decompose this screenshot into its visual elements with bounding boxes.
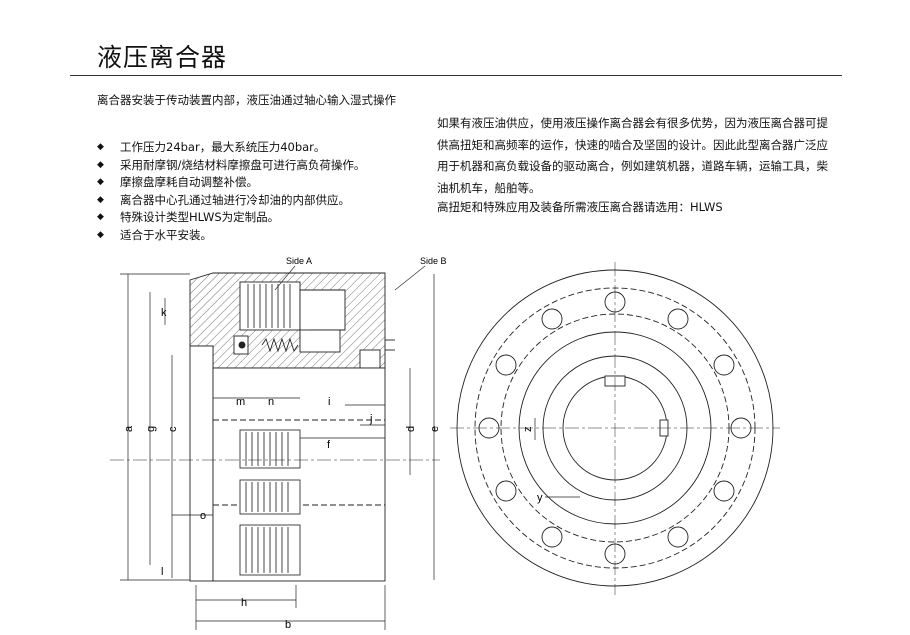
- hlws-note: 高扭矩和特殊应用及装备所需液压离合器请选用：HLWS: [437, 200, 723, 214]
- list-item: ◆采用耐摩钢/烧结材料摩擦盘可进行高负荷操作。: [97, 157, 365, 175]
- diamond-bullet-icon: ◆: [97, 159, 104, 170]
- diamond-bullet-icon: ◆: [97, 142, 104, 152]
- list-item: ◆工作压力24bar，最大系统压力40bar。: [97, 139, 365, 157]
- dim-j: j: [369, 413, 372, 425]
- dim-d: d: [405, 426, 417, 432]
- dim-l: l: [161, 566, 163, 578]
- intro-text: 离合器安装于传动装置内部，液压油通过轴心输入湿式操作: [97, 93, 396, 107]
- side-b-label: Side B: [420, 256, 447, 266]
- side-section-view: [110, 265, 440, 630]
- dim-n: n: [268, 396, 274, 408]
- dim-f: f: [327, 439, 331, 451]
- dim-a: a: [123, 425, 135, 432]
- side-a-label: Side A: [286, 256, 312, 266]
- title-divider: [70, 75, 842, 76]
- list-item: ◆离合器中心孔通过轴进行冷却油的内部供应。: [97, 192, 365, 210]
- diamond-bullet-icon: ◆: [97, 194, 104, 205]
- front-view: [450, 262, 780, 595]
- dim-c: c: [167, 426, 179, 432]
- dim-e: e: [429, 426, 441, 432]
- advantages-paragraph: 如果有液压油供应，使用液压操作离合器会有很多优势，因为液压离合器可提供高扭矩和高…: [437, 116, 828, 195]
- diamond-bullet-icon: ◆: [97, 229, 104, 240]
- dim-g: g: [145, 426, 157, 432]
- list-item: ◆适合于水平安装。: [97, 227, 365, 245]
- dim-o: o: [200, 510, 206, 522]
- dim-y: y: [537, 492, 543, 504]
- dim-i: i: [328, 396, 330, 408]
- dim-z: z: [522, 427, 534, 433]
- list-item: ◆摩擦盘摩耗自动调整补偿。: [97, 174, 365, 192]
- page-title: 液压离合器: [97, 43, 228, 72]
- list-item: ◆特殊设计类型HLWS为定制品。: [97, 209, 365, 227]
- dim-b: b: [285, 619, 291, 631]
- dim-m: m: [236, 396, 245, 408]
- diamond-bullet-icon: ◆: [97, 212, 104, 222]
- dim-k: k: [161, 307, 167, 319]
- feature-list: ◆工作压力24bar，最大系统压力40bar。 ◆采用耐摩钢/烧结材料摩擦盘可进…: [97, 139, 365, 244]
- dim-h: h: [241, 597, 247, 609]
- diamond-bullet-icon: ◆: [97, 177, 104, 187]
